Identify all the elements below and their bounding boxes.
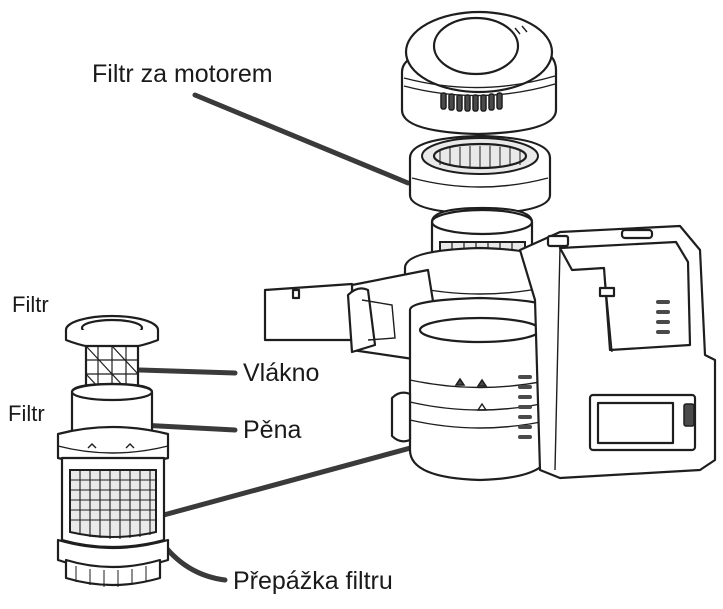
leader-foam <box>137 422 238 433</box>
label-filter-mid: Filtr <box>8 401 45 426</box>
leader-partition-bottom <box>157 537 228 583</box>
top-cover <box>400 10 558 136</box>
label-filter-partition: Přepážka filtru <box>233 567 393 595</box>
leader-filter-partition <box>157 437 443 519</box>
leader-motor-filter <box>192 92 411 186</box>
label-fiber: Vlákno <box>243 359 320 387</box>
label-motor-filter: Filtr za motorem <box>92 60 273 88</box>
leader-fiber <box>137 367 238 376</box>
motor-filter-ring <box>408 134 552 216</box>
label-filter-top: Filtr <box>12 292 49 317</box>
vacuum-body <box>263 206 717 482</box>
left-filter-assembly <box>56 314 170 587</box>
cover-vents <box>440 92 503 112</box>
label-foam: Pěna <box>243 416 302 444</box>
